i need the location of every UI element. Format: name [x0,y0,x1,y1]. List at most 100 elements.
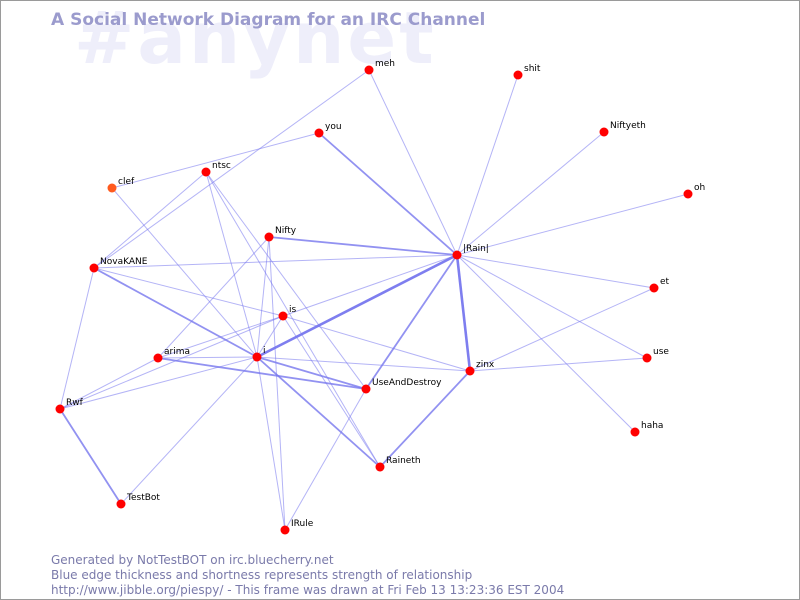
edge-ntsc-novakane [93,171,207,269]
edge-rain-oh [456,193,689,256]
node-ntsc[interactable]: ntsc [201,161,231,177]
edge-is-raineth [282,315,381,468]
node-you[interactable]: you [314,122,342,138]
edge-is-zinx [282,315,471,372]
node-label: use [653,347,669,357]
node-dot[interactable] [89,263,99,273]
node-label: NovaKANE [100,257,148,267]
node-label: zinx [476,360,495,370]
edge-is-arima [157,315,284,359]
edge-is-i [256,315,284,358]
node-dot[interactable] [280,525,290,535]
node-testbot[interactable]: TestBot [116,493,161,509]
node-dot[interactable] [364,65,374,75]
node-meh[interactable]: meh [364,59,396,75]
node-label: UseAndDestroy [372,378,442,388]
node-dot[interactable] [116,499,126,509]
edge-meh-novakane [93,69,370,269]
node-label: |Rain| [463,244,489,254]
node-label: et [660,277,670,287]
edge-arima-i [157,356,258,359]
node-clef[interactable]: clef [107,177,135,193]
edge-rain-useanddestroy [365,254,458,390]
edge-rain-haha [456,254,636,433]
edge-rain-nifty [268,236,458,256]
node-dot[interactable] [278,311,288,321]
node-use[interactable]: use [642,347,670,363]
edge-i-rwf [59,356,258,410]
edge-ntsc-raineth [205,171,381,468]
node-dot[interactable] [361,384,371,394]
edge-i-raineth [256,356,381,468]
node-label: arima [164,347,190,357]
node-dot[interactable] [264,232,274,242]
edge-novakane-i [93,267,258,358]
node-label: meh [375,59,395,69]
node-useanddestroy[interactable]: UseAndDestroy [361,378,443,394]
node-label: clef [118,177,135,187]
node-irule[interactable]: IRule [280,519,314,535]
node-haha[interactable]: haha [630,421,664,437]
edge-rwf-testbot [59,408,122,505]
node-label: TestBot [126,493,160,503]
node-label: shit [524,64,541,74]
node-dot[interactable] [55,404,65,414]
node-rain[interactable]: |Rain| [452,244,489,260]
node-dot[interactable] [201,167,211,177]
node-dot[interactable] [683,189,693,199]
node-nifty[interactable]: Nifty [264,226,297,242]
node-oh[interactable]: oh [683,183,706,199]
edge-you-clef [111,132,320,189]
node-dot[interactable] [153,353,163,363]
edge-ntsc-useanddestroy [205,171,367,390]
node-dot[interactable] [599,127,609,137]
edge-ntsc-i [205,171,258,358]
node-dot[interactable] [375,462,385,472]
node-dot[interactable] [107,183,117,193]
node-dot[interactable] [649,283,659,293]
node-rwf[interactable]: Rwf [55,398,84,414]
node-label: is [289,305,297,315]
edge-rain-is [282,254,458,317]
edge-rain-novakane [93,254,458,269]
edge-nifty-irule [268,236,286,531]
edge-zinx-raineth [379,370,471,468]
node-novakane[interactable]: NovaKANE [89,257,148,273]
node-label: Niftyeth [610,121,646,131]
footer-generated-by: Generated by NotTestBOT on irc.bluecherr… [51,553,334,567]
footer-link-timestamp[interactable]: http://www.jibble.org/piespy/ - This fra… [51,583,565,597]
footer: Generated by NotTestBOT on irc.bluecherr… [51,553,564,598]
channel-watermark: #anynet [74,0,437,80]
edge-i-zinx [256,356,471,372]
node-i[interactable]: i [252,346,266,362]
node-dot[interactable] [252,352,262,362]
edge-useanddestroy-irule [284,388,367,531]
node-dot[interactable] [465,366,475,376]
node-label: haha [641,421,663,431]
node-niftyeth[interactable]: Niftyeth [599,121,646,137]
node-dot[interactable] [513,70,523,80]
edge-i-useanddestroy [256,356,367,390]
node-shit[interactable]: shit [513,64,541,80]
node-arima[interactable]: arima [153,347,191,363]
node-et[interactable]: et [649,277,670,293]
node-label: Nifty [275,226,297,236]
node-zinx[interactable]: zinx [465,360,495,376]
node-raineth[interactable]: Raineth [375,456,421,472]
node-label: oh [694,183,705,193]
node-dot[interactable] [314,128,324,138]
node-is[interactable]: is [278,305,297,321]
node-dot[interactable] [452,250,462,260]
node-dot[interactable] [642,353,652,363]
edge-zinx-et [469,287,655,372]
edge-novakane-is [93,267,284,317]
edge-rain-niftyeth [456,131,605,256]
diagram-title: A Social Network Diagram for an IRC Chan… [51,10,486,30]
node-label: you [325,122,342,132]
edge-nifty-arima [157,236,270,359]
edge-clef-i [111,187,258,358]
edge-rain-shit [456,74,519,256]
node-dot[interactable] [630,427,640,437]
